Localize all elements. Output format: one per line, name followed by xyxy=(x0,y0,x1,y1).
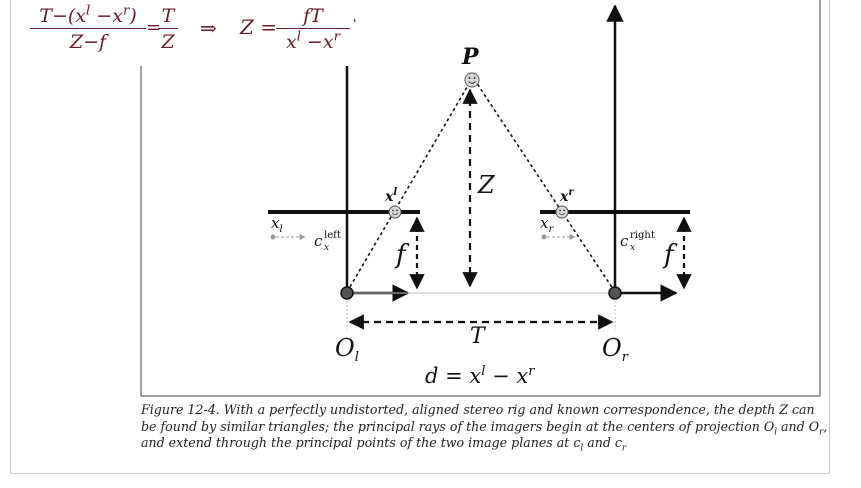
label-xl: xl xyxy=(384,187,397,205)
fraction-2-denominator: Z xyxy=(161,31,175,53)
label-focal-right: f xyxy=(662,240,678,270)
fraction-1-denominator: Z−f xyxy=(69,31,107,53)
label-axis-right: xr xyxy=(540,214,554,235)
formula-fraction-3: fT xl −xr xyxy=(276,4,350,55)
label-cx-left-sup: left xyxy=(324,230,341,241)
formula-lhs: Z = xyxy=(240,15,278,39)
label-axis-left: xl xyxy=(271,214,283,235)
label-cx-left: c xyxy=(314,232,323,250)
label-point-p: P xyxy=(461,44,480,70)
right-projection-smiley-icon xyxy=(555,205,569,219)
left-center-of-projection xyxy=(340,286,354,300)
formula-equals: = xyxy=(146,17,162,38)
label-xr: xr xyxy=(559,187,574,205)
label-cx-right-sub: x xyxy=(630,243,635,253)
left-principal-dot xyxy=(270,234,276,240)
label-cx-right-sup: right xyxy=(630,230,655,241)
fraction-1-numerator: T−(xl −xr) xyxy=(30,4,146,29)
label-depth-z: Z xyxy=(477,171,496,199)
fraction-3-denominator: xl −xr xyxy=(285,29,341,53)
figure-caption: Figure 12-4. With a perfectly undistorte… xyxy=(141,402,828,454)
left-ray xyxy=(346,81,471,293)
formula-fraction-2: T Z xyxy=(158,4,178,55)
fraction-2-numerator: T xyxy=(158,4,178,29)
depth-formula: T−(xl −xr) Z−f = T Z ⇒ Z = fT xl −xr xyxy=(14,0,354,66)
label-origin-left: Ol xyxy=(335,334,359,365)
label-focal-left: f xyxy=(394,240,410,270)
fraction-3-numerator: fT xyxy=(276,4,350,29)
right-principal-dot xyxy=(541,234,547,240)
right-ray xyxy=(475,81,616,293)
label-baseline-t: T xyxy=(470,324,487,349)
label-disparity: d = xl − xr xyxy=(425,364,535,388)
left-projection-smiley-icon xyxy=(388,205,402,219)
formula-fraction-1: T−(xl −xr) Z−f xyxy=(30,4,146,55)
label-cx-left-sub: x xyxy=(324,243,329,253)
point-p-smiley-icon xyxy=(464,72,480,88)
right-center-of-projection xyxy=(608,286,622,300)
label-origin-right: Or xyxy=(602,334,629,365)
inner-figure-box xyxy=(140,0,821,397)
label-cx-right: c xyxy=(620,232,629,250)
formula-implies: ⇒ xyxy=(200,16,217,40)
